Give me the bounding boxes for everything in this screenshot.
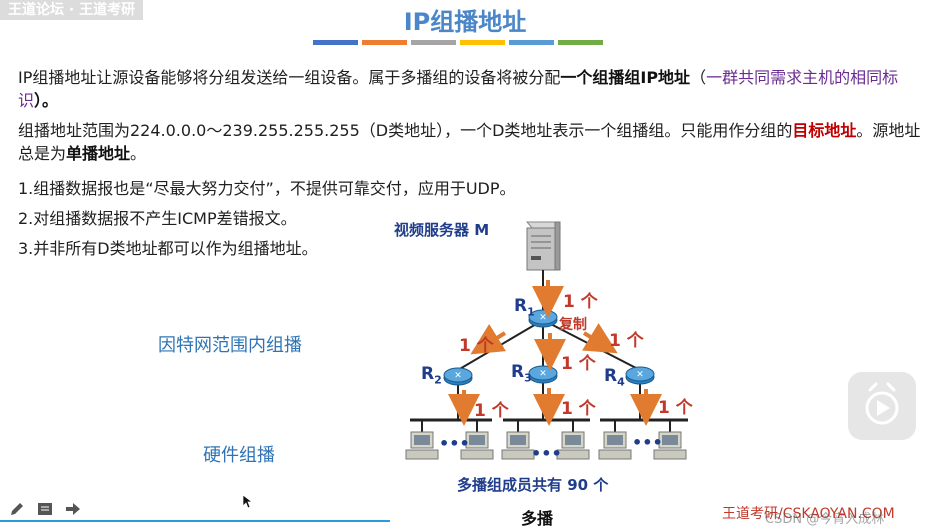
count-label: 1 个 [561, 399, 596, 419]
paragraph-definition: IP组播地址让源设备能够将分组发送给一组设备。属于多播组的设备将被分配一个组播组… [18, 66, 923, 112]
para1-paren-close: ）。 [34, 91, 59, 110]
ellipsis-dots: ••• [632, 433, 663, 452]
pc-icon [556, 431, 590, 460]
count-label: 1 个 [561, 354, 596, 374]
router-label: R4 [604, 366, 625, 389]
color-bar [411, 40, 456, 45]
para1-purple: 一群共同需求主机的相同标识 [18, 68, 899, 110]
play-button[interactable] [848, 372, 916, 440]
internet-multicast-label: 因特网范围内组播 [158, 335, 302, 356]
color-bar [509, 40, 554, 45]
list-item: 2.对组播数据报不产生ICMP差错报文。 [18, 209, 297, 228]
color-bar [313, 40, 358, 45]
svg-text:✕: ✕ [636, 370, 644, 380]
count-label: 1 个 [459, 336, 494, 356]
svg-text:✕: ✕ [539, 369, 547, 379]
para1-strong: 一个组播组IP地址 [560, 68, 691, 87]
pencil-icon[interactable] [8, 500, 26, 522]
para2-strong: 单播地址 [66, 144, 131, 163]
color-bar [362, 40, 407, 45]
notes-icon[interactable] [36, 500, 54, 522]
count-label: 1 个 [609, 331, 644, 351]
para2-text-2: 。源地址总是为 [18, 121, 921, 163]
para2-text-1: 组播地址范围为224.0.0.0～239.255.255.255（D类地址），一… [18, 121, 793, 140]
server-icon [525, 221, 562, 271]
slide-title: IP组播地址 [403, 8, 527, 36]
csdn-watermark: CSDN @今宵入成林 [765, 512, 885, 527]
arrow-right-icon[interactable] [64, 500, 82, 522]
pc-icon [653, 431, 687, 460]
copy-label: 复制 [559, 317, 587, 333]
mouse-cursor-icon [242, 494, 254, 513]
svg-text:✕: ✕ [454, 371, 462, 381]
pc-icon [598, 431, 632, 460]
svg-text:✕: ✕ [539, 313, 547, 323]
router-icon: ✕ [625, 366, 655, 385]
para2-red: 目标地址 [792, 121, 857, 140]
count-label: 1 个 [474, 401, 509, 421]
title-color-bars [313, 40, 603, 45]
color-bar [460, 40, 505, 45]
list-item: 1.组播数据报也是“尽最大努力交付”，不提供可靠交付，应用于UDP。 [18, 179, 516, 198]
watermark: 王道考研/CSKAOYAN.COM [722, 506, 895, 522]
members-label: 多播组成员共有 90 个 [457, 476, 609, 494]
list-item: 3.并非所有D类地址都可以作为组播地址。 [18, 239, 318, 258]
router-label: R1 [514, 296, 535, 319]
color-bar [558, 40, 603, 45]
para1-text: IP组播地址让源设备能够将分组发送给一组设备。属于多播组的设备将被分配 [18, 68, 561, 87]
pc-icon [405, 431, 439, 460]
pc-icon [501, 431, 535, 460]
server-label: 视频服务器 M [394, 221, 490, 239]
hardware-multicast-label: 硬件组播 [203, 445, 275, 466]
paragraph-range: 组播地址范围为224.0.0.0～239.255.255.255（D类地址），一… [18, 119, 923, 165]
count-label: 1 个 [658, 398, 693, 418]
router-icon: ✕ [443, 367, 473, 386]
ellipsis-dots: ••• [531, 444, 562, 463]
para1-paren-open: （ [690, 68, 707, 87]
router-label: R2 [421, 364, 442, 387]
ellipsis-dots: ••• [439, 434, 470, 453]
diagram-caption: 多播 [521, 509, 554, 528]
para2-text-3: 。 [130, 144, 147, 163]
pc-icon [460, 431, 494, 460]
packet-arrows [448, 280, 662, 426]
router-icon: ✕ [528, 365, 558, 384]
play-icon [865, 382, 899, 425]
forum-watermark: 王道论坛 · 王道考研 [0, 0, 144, 20]
count-label: 1 个 [563, 292, 598, 312]
router-label: R3 [511, 362, 532, 385]
